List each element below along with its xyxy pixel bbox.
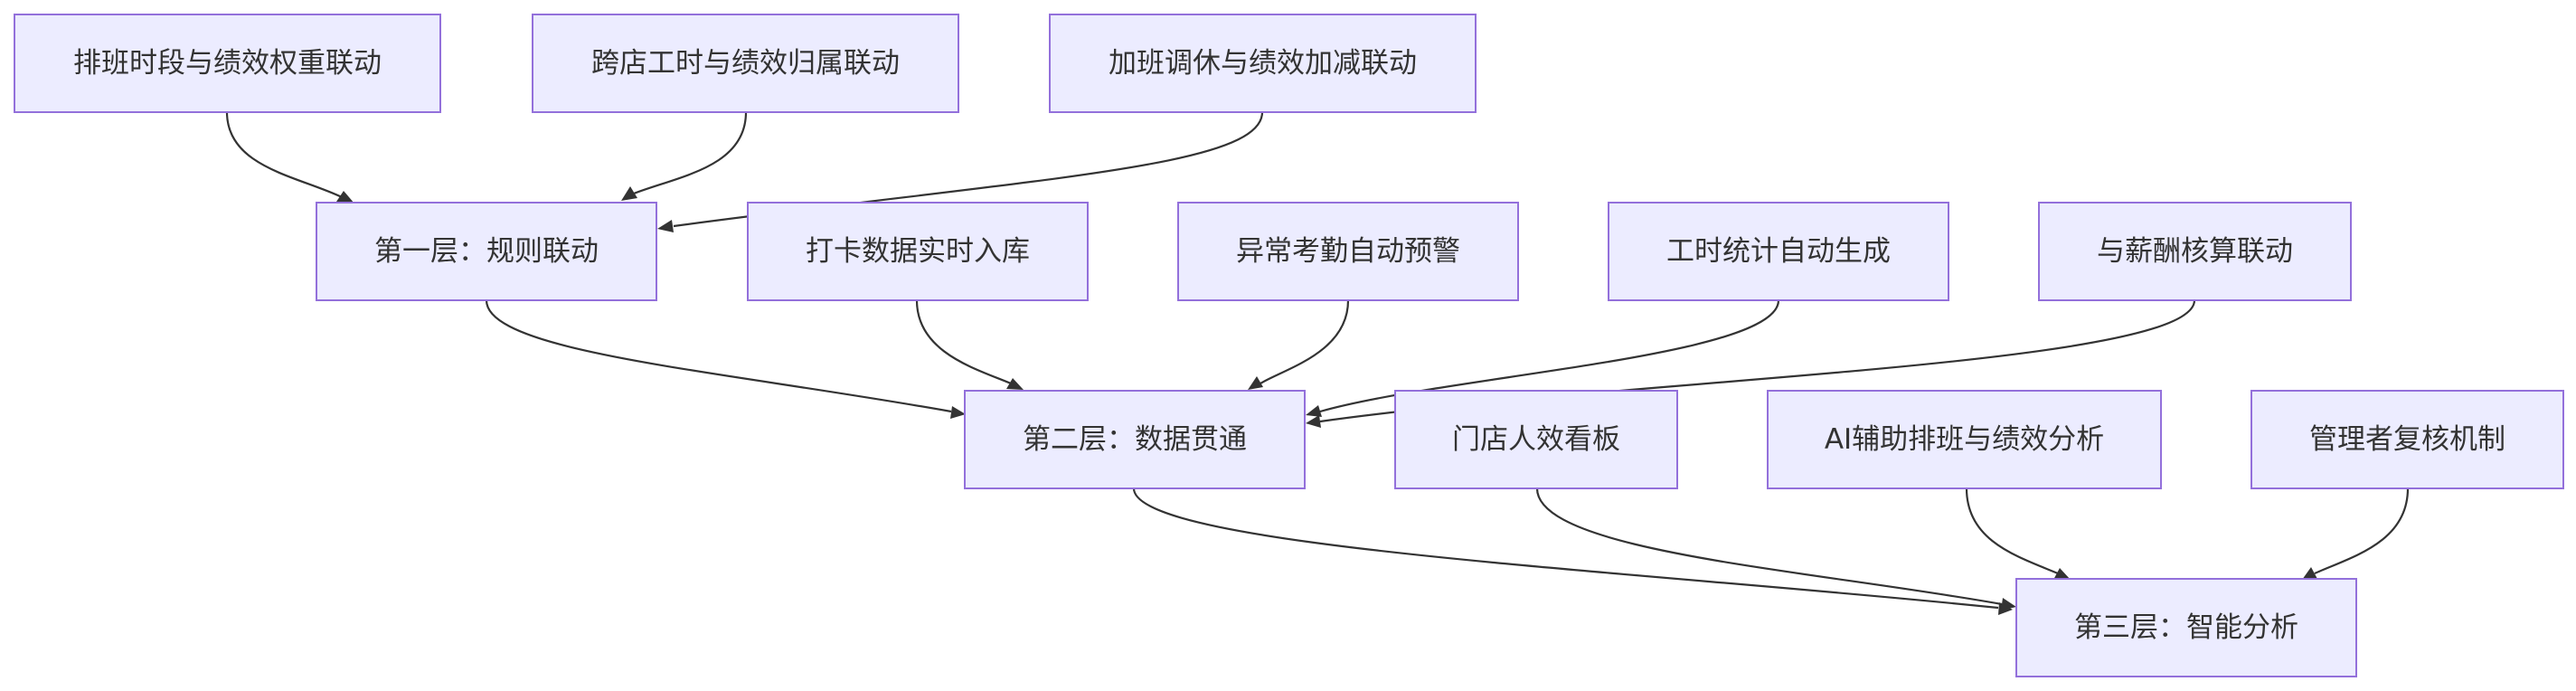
- edge-schedule-weight-to-layer1: [225, 111, 354, 204]
- node-hours-stats-label: 工时统计自动生成: [1666, 235, 1891, 268]
- node-payroll: 与薪酬核算联动: [2038, 202, 2352, 301]
- node-overtime-label: 加班调休与绩效加减联动: [1109, 47, 1417, 80]
- node-schedule-weight-label: 排班时段与绩效权重联动: [73, 47, 382, 80]
- node-layer1-label: 第一层：规则联动: [374, 235, 599, 268]
- edge-layer: [225, 111, 2410, 615]
- edge-clock-in-to-layer2: [915, 299, 1024, 390]
- node-layer3-label: 第三层：智能分析: [2074, 611, 2298, 644]
- node-manager-review: 管理者复核机制: [2250, 390, 2564, 489]
- node-attendance-alert: 异常考勤自动预警: [1177, 202, 1519, 301]
- node-cross-store-label: 跨店工时与绩效归属联动: [591, 47, 900, 80]
- node-overtime: 加班调休与绩效加减联动: [1049, 14, 1477, 113]
- edge-hours-stats-to-layer2: [1306, 299, 1780, 417]
- node-ai-scheduling: AI辅助排班与绩效分析: [1767, 390, 2162, 489]
- node-layer3: 第三层：智能分析: [2015, 578, 2357, 677]
- edge-manager-review-to-layer3: [2302, 487, 2410, 580]
- node-cross-store: 跨店工时与绩效归属联动: [532, 14, 959, 113]
- node-layer1: 第一层：规则联动: [316, 202, 657, 301]
- node-layer2-label: 第二层：数据贯通: [1023, 423, 1247, 456]
- node-store-dashboard: 门店人效看板: [1394, 390, 1678, 489]
- edge-store-dashboard-to-layer3: [1535, 487, 2016, 611]
- node-payroll-label: 与薪酬核算联动: [2097, 235, 2293, 268]
- node-schedule-weight: 排班时段与绩效权重联动: [14, 14, 441, 113]
- node-store-dashboard-label: 门店人效看板: [1452, 423, 1620, 456]
- node-hours-stats: 工时统计自动生成: [1608, 202, 1949, 301]
- node-ai-scheduling-label: AI辅助排班与绩效分析: [1825, 423, 2104, 456]
- edge-layer1-to-layer2: [485, 299, 966, 419]
- node-attendance-alert-label: 异常考勤自动预警: [1236, 235, 1460, 268]
- node-clock-in: 打卡数据实时入库: [747, 202, 1089, 301]
- edge-layer2-to-layer3: [1132, 487, 2013, 615]
- node-layer2: 第二层：数据贯通: [964, 390, 1306, 489]
- node-layer: 排班时段与绩效权重联动 跨店工时与绩效归属联动 加班调休与绩效加减联动 第一层：…: [14, 14, 2564, 677]
- node-clock-in-label: 打卡数据实时入库: [806, 235, 1030, 268]
- edge-attendance-alert-to-layer2: [1248, 299, 1350, 390]
- edge-ai-scheduling-to-layer3: [1965, 487, 2071, 580]
- node-manager-review-label: 管理者复核机制: [2309, 423, 2505, 456]
- edge-cross-store-to-layer1: [621, 111, 748, 201]
